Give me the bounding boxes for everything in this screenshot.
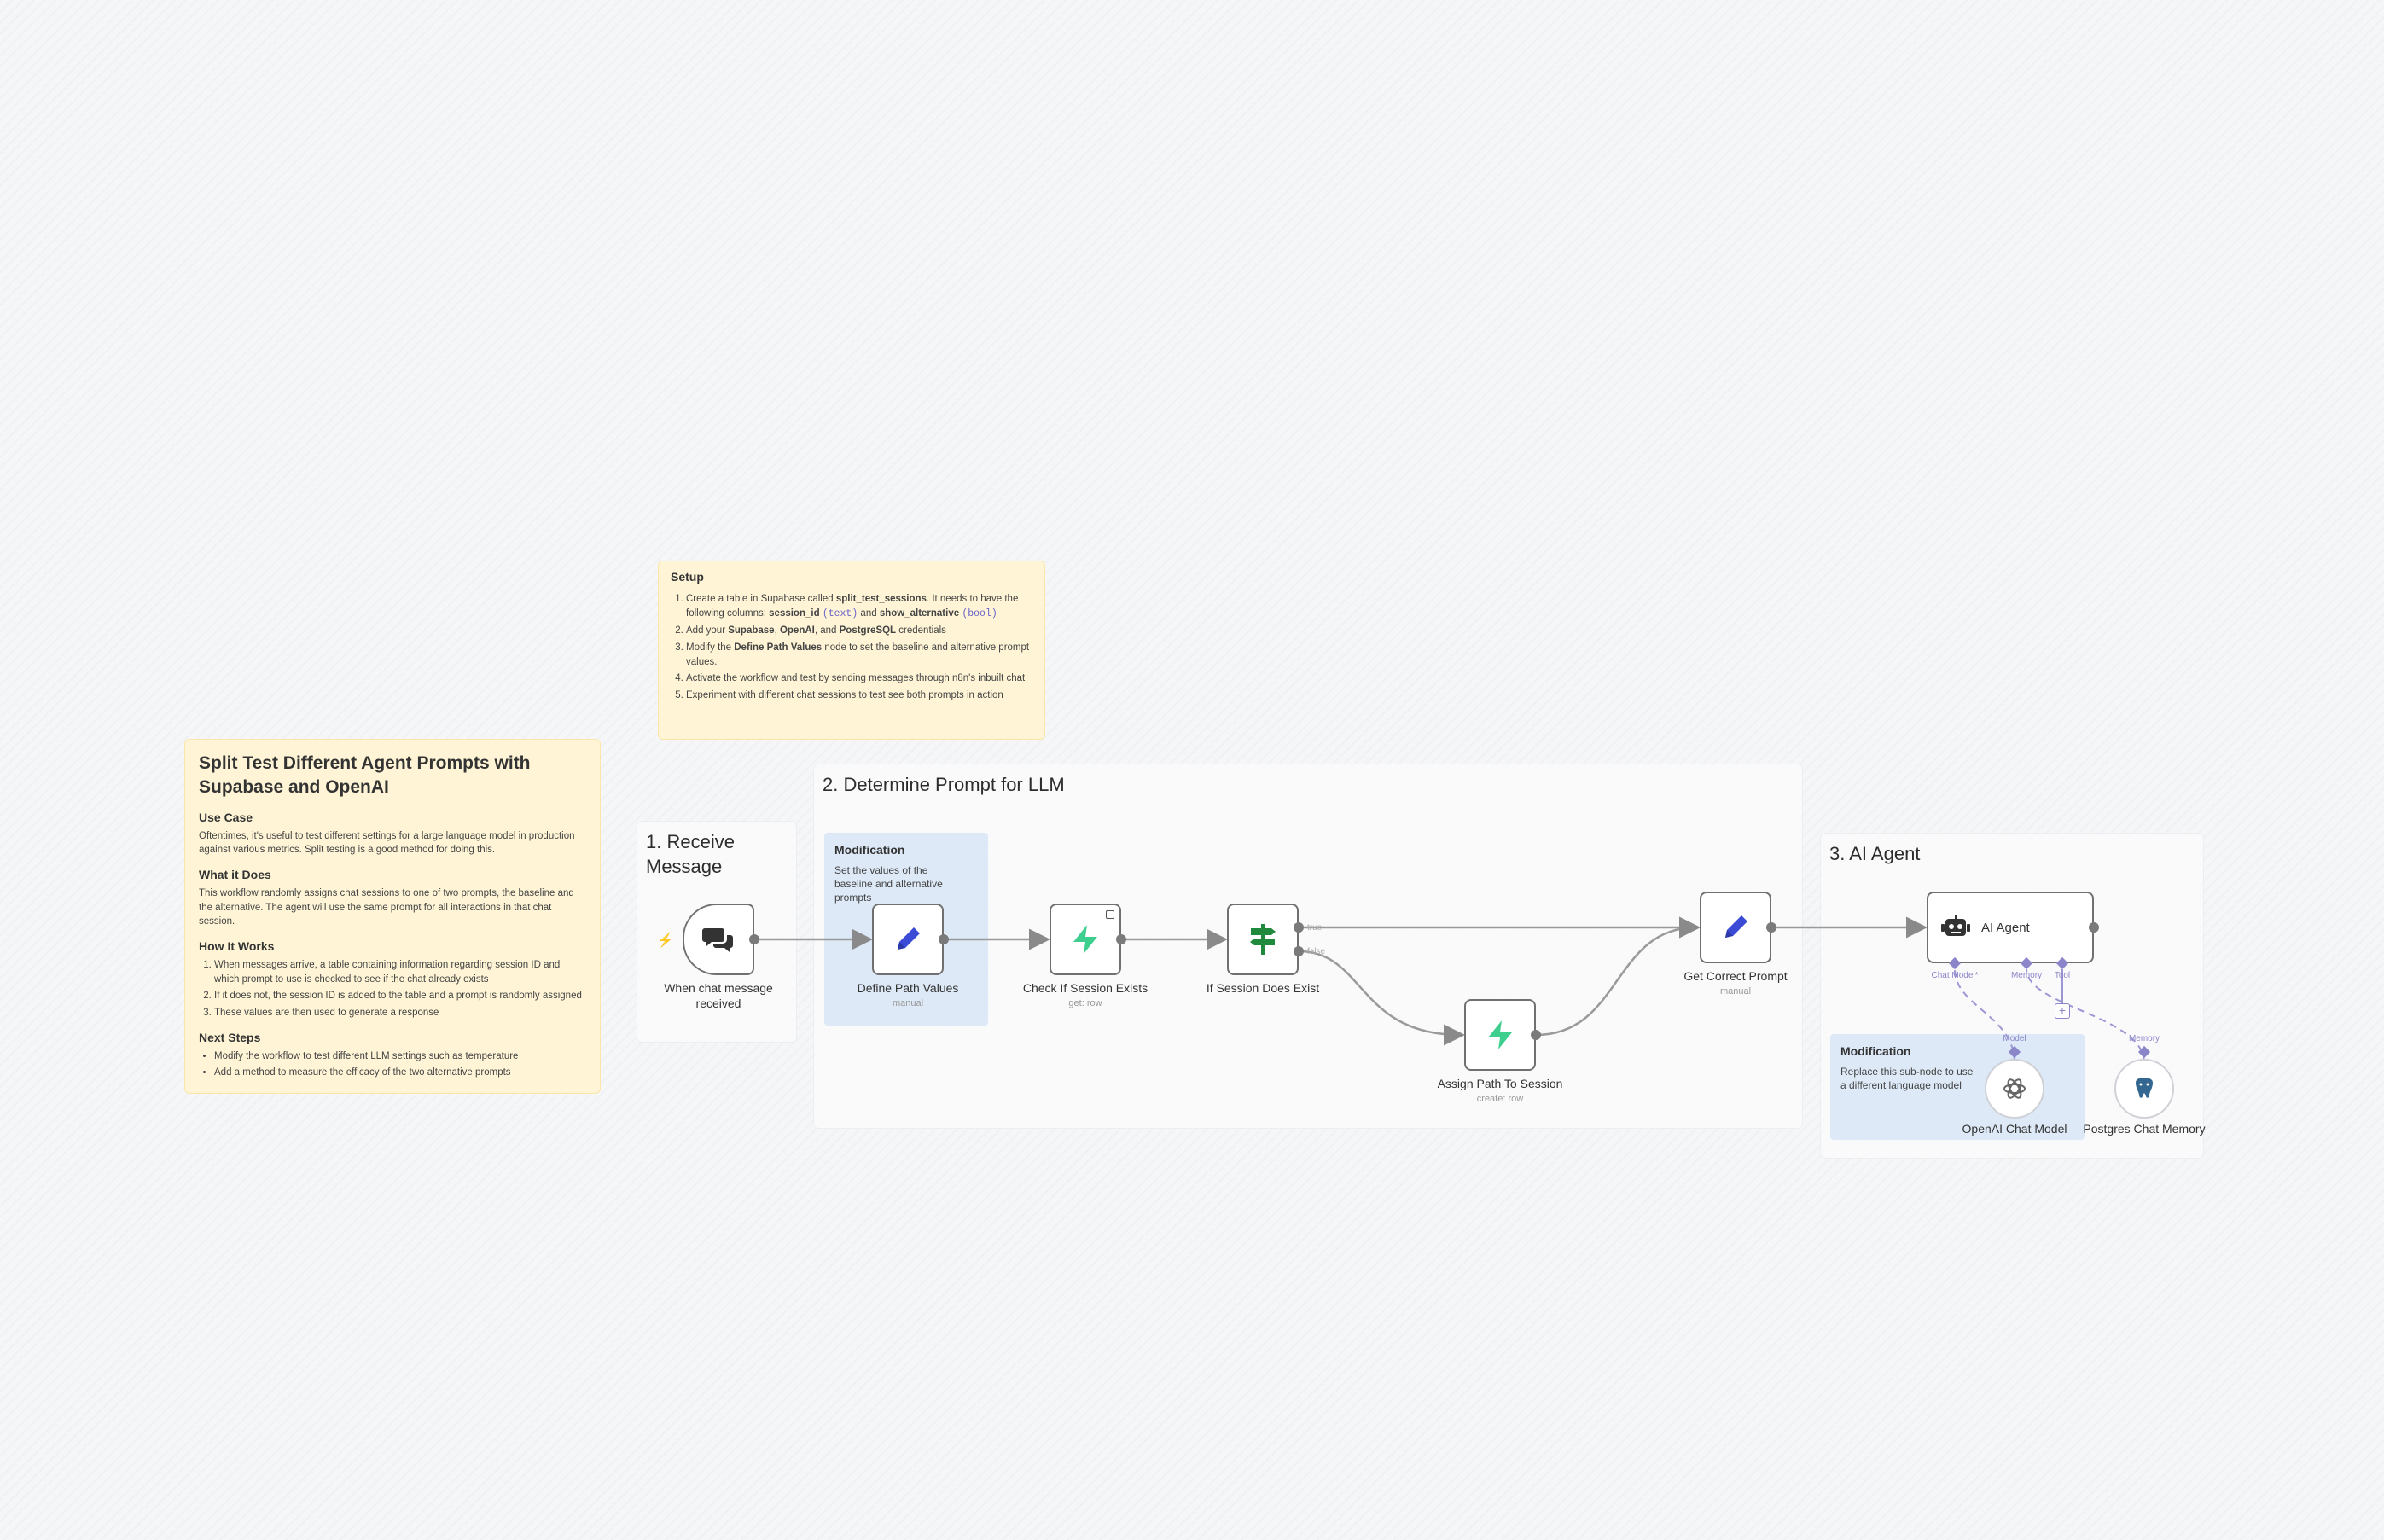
node-label: OpenAI Chat Model	[1962, 1122, 2067, 1136]
setup-title: Setup	[671, 570, 704, 584]
memory-connection-label: Memory	[2128, 1034, 2160, 1043]
node-label: Check If Session Exists	[1022, 981, 1148, 995]
how-list: When messages arrive, a table containing…	[199, 958, 586, 1020]
node-label: Define Path Values	[857, 981, 959, 995]
list-item: Add your Supabase, OpenAI, and PostgreSQ…	[686, 624, 1032, 638]
output-handle[interactable]	[2089, 922, 2099, 933]
workflow-title: Split Test Different Agent Prompts with …	[199, 753, 531, 798]
output-handle-true[interactable]	[1294, 922, 1304, 933]
supabase-icon	[1488, 1020, 1512, 1049]
group-title: 2. Determine Prompt for LLM	[823, 774, 1065, 795]
note-title: Modification	[834, 843, 905, 857]
use-case-heading: Use Case	[199, 810, 253, 824]
node-ai-agent[interactable]: AI Agent	[1927, 892, 2094, 963]
node-define-path-values[interactable]	[872, 904, 944, 975]
openai-icon	[2003, 1078, 2026, 1099]
list-item: When messages arrive, a table containing…	[214, 958, 586, 986]
list-item: Modify the workflow to test different LL…	[214, 1049, 586, 1064]
signpost-icon	[1250, 924, 1276, 955]
node-check-if-session-exists[interactable]	[1050, 904, 1121, 975]
edge-if-false-to-assign	[1298, 950, 1465, 1046]
false-branch-label: false	[1307, 947, 1326, 956]
what-heading: What it Does	[199, 868, 271, 882]
list-item: If it does not, the session ID is added …	[214, 989, 586, 1003]
output-handle[interactable]	[1766, 922, 1776, 933]
output-handle-false[interactable]	[1294, 946, 1304, 956]
node-subtitle: manual	[892, 998, 924, 1008]
postgres-elephant-icon	[2136, 1078, 2153, 1098]
node-label: If Session Does Exist	[1206, 981, 1320, 995]
pin-icon	[1106, 910, 1114, 919]
list-item: These values are then used to generate a…	[214, 1006, 586, 1020]
use-case-text: Oftentimes, it's useful to test differen…	[199, 830, 575, 856]
node-label: Assign Path To Session	[1437, 1077, 1563, 1090]
pencil-icon	[1725, 915, 1747, 938]
node-when-chat-message-received[interactable]	[683, 904, 754, 975]
list-item: Modify the Define Path Values node to se…	[686, 641, 1032, 669]
setup-sticky-note[interactable]: Setup Create a table in Supabase called …	[658, 561, 1045, 740]
what-text: This workflow randomly assigns chat sess…	[199, 888, 574, 927]
chat-bubbles-icon	[702, 928, 733, 952]
output-handle[interactable]	[1531, 1030, 1541, 1040]
modification-note-model[interactable]: Modification Replace this sub-node to us…	[1830, 1034, 2085, 1140]
edge-assign-to-get	[1535, 916, 1701, 1037]
node-subtitle: create: row	[1476, 1094, 1524, 1104]
memory-label: Memory	[2010, 971, 2043, 980]
note-title: Modification	[1840, 1044, 1911, 1058]
main-sticky-note[interactable]: Split Test Different Agent Prompts with …	[184, 739, 601, 1094]
edge-memory-to-agent	[2026, 968, 2145, 1064]
list-item: Create a table in Supabase called split_…	[686, 592, 1032, 621]
tool-label: Tool	[2054, 971, 2071, 980]
pencil-icon	[898, 927, 920, 950]
node-get-correct-prompt[interactable]	[1700, 892, 1771, 963]
node-label: Get Correct Prompt	[1683, 969, 1788, 983]
note-text: Set the values of the baseline and alter…	[834, 864, 943, 904]
note-text: Replace this sub-node to use a different…	[1840, 1066, 1974, 1092]
node-postgres-chat-memory[interactable]	[2114, 1059, 2174, 1119]
node-label: Postgres Chat Memory	[2083, 1122, 2206, 1136]
how-heading: How It Works	[199, 939, 275, 954]
group-title: 3. AI Agent	[1829, 843, 1921, 864]
chat-model-label: Chat Model*	[1931, 971, 1979, 980]
add-tool-button[interactable]: +	[2055, 1003, 2070, 1019]
list-item: Experiment with different chat sessions …	[686, 689, 1032, 703]
trigger-bolt-icon: ⚡	[657, 933, 674, 948]
node-assign-path-to-session[interactable]	[1464, 999, 1536, 1071]
output-handle[interactable]	[939, 934, 949, 944]
setup-list: Create a table in Supabase called split_…	[671, 592, 1032, 703]
robot-icon	[1941, 915, 1970, 936]
list-item: Activate the workflow and test by sendin…	[686, 671, 1032, 686]
model-connection-label: Model	[2003, 1034, 2026, 1043]
group-title: 1. Receive Message	[646, 831, 735, 877]
next-list: Modify the workflow to test different LL…	[199, 1049, 586, 1080]
node-label: When chat message received	[664, 981, 773, 1010]
edge-model-to-agent	[1954, 968, 2015, 1064]
supabase-icon	[1073, 925, 1097, 954]
output-handle[interactable]	[1116, 934, 1126, 944]
node-openai-chat-model[interactable]	[1985, 1059, 2044, 1119]
node-subtitle: get: row	[1068, 998, 1102, 1008]
node-if-session-does-exist[interactable]	[1227, 904, 1299, 975]
next-heading: Next Steps	[199, 1030, 261, 1044]
list-item: Add a method to measure the efficacy of …	[214, 1066, 586, 1080]
node-subtitle: manual	[1719, 986, 1752, 997]
node-label: AI Agent	[1981, 920, 2030, 935]
true-branch-label: true	[1307, 923, 1323, 933]
output-handle[interactable]	[749, 934, 759, 944]
